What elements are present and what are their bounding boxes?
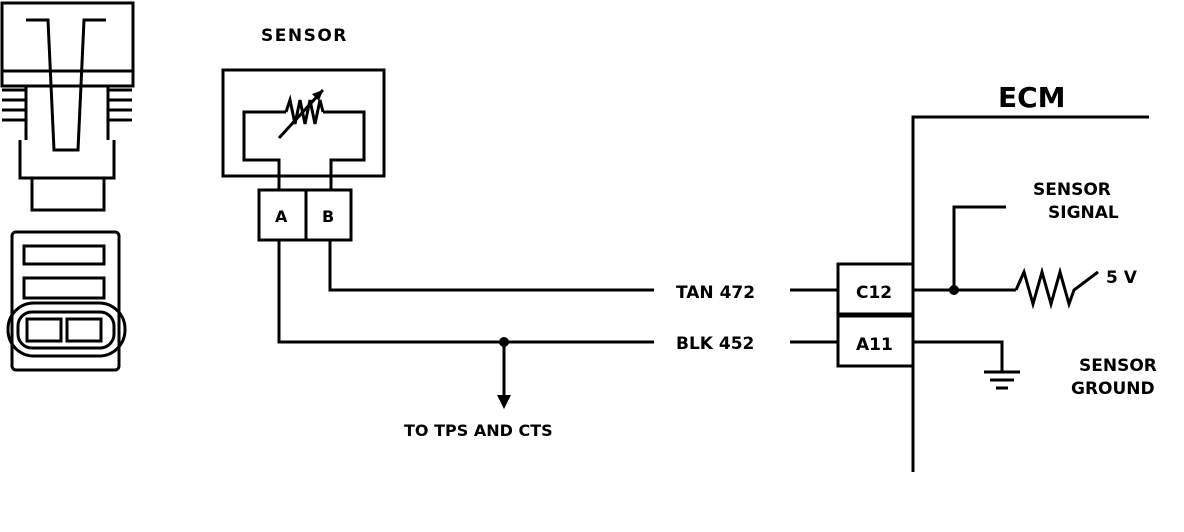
sensor-internal-loop — [242, 110, 366, 190]
signal-wire — [328, 240, 654, 292]
ground-wire-label: BLK 452 — [676, 334, 754, 354]
ground-wire — [277, 240, 654, 344]
pullup-resistor-icon — [1014, 266, 1099, 310]
ecm-pin-a11-label: A11 — [856, 335, 893, 355]
supply-voltage-label: 5 V — [1106, 268, 1138, 288]
sensor-ground-label-line1: SENSOR — [1079, 356, 1157, 376]
connector-illustration — [0, 1, 135, 372]
ground-icon — [984, 370, 1020, 390]
sensor-body — [221, 68, 386, 178]
thermistor-icon — [284, 94, 325, 125]
signal-tap-line — [952, 205, 1006, 290]
ecm-ground-line — [913, 340, 1004, 372]
ecm-pin-c12-label: C12 — [856, 283, 892, 303]
sensor-pin-a-label: A — [275, 207, 288, 226]
sensor-signal-label-line2: SIGNAL — [1048, 203, 1119, 223]
branch-arrow-icon — [497, 395, 511, 409]
sensor-ground-label-line2: GROUND — [1071, 379, 1155, 399]
variable-arrowhead-icon — [312, 90, 323, 101]
ecm-title: ECM — [998, 81, 1066, 114]
variable-arrow-icon — [277, 88, 325, 140]
sensor-pin-b-label: B — [322, 207, 334, 226]
signal-wire-label: TAN 472 — [676, 283, 755, 303]
sensor-signal-label-line1: SENSOR — [1033, 180, 1111, 200]
sensor-title: SENSOR — [261, 26, 348, 46]
branch-label: TO TPS AND CTS — [404, 421, 553, 440]
